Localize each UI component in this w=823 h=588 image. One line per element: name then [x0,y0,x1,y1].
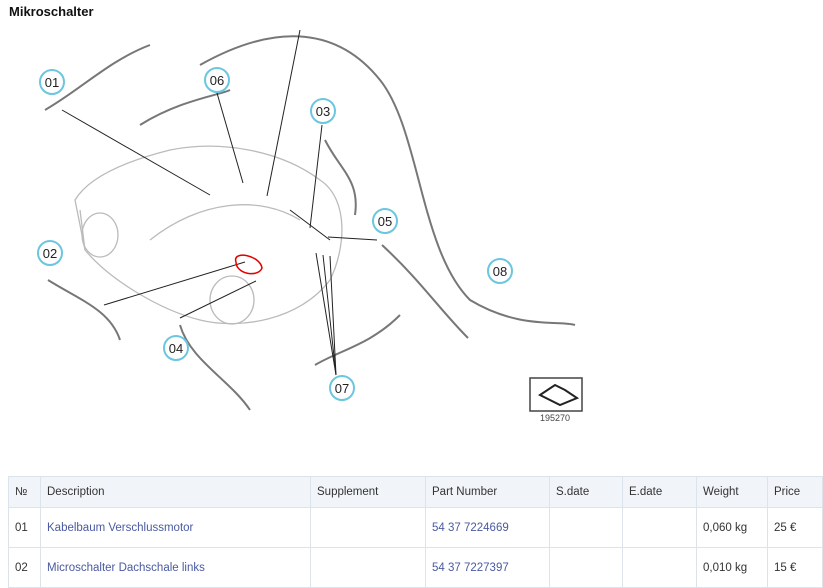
cell-no: 02 [8,547,41,588]
header-sdate: S.date [549,476,623,508]
header-edate: E.date [622,476,697,508]
callout-05[interactable]: 05 [372,208,398,234]
cell-description: Microschalter Dachschale links [40,547,311,588]
part-number-link[interactable]: 54 37 7224669 [432,521,509,534]
cell-supplement [310,547,426,588]
header-no: № [8,476,41,508]
cell-price: 15 € [767,547,823,588]
cell-description: Kabelbaum Verschlussmotor [40,507,311,548]
callout-07[interactable]: 07 [329,375,355,401]
cell-supplement [310,507,426,548]
cell-edate [622,547,697,588]
red-annotation-circle [235,254,263,275]
header-description: Description [40,476,311,508]
callout-08[interactable]: 08 [487,258,513,284]
parts-diagram [44,29,583,412]
cell-weight: 0,060 kg [696,507,768,548]
cell-no: 01 [8,507,41,548]
header-part-number: Part Number [425,476,550,508]
cell-part-number: 54 37 7224669 [425,507,550,548]
car-outline [74,145,343,325]
cell-edate [622,507,697,548]
cell-part-number: 54 37 7227397 [425,547,550,588]
description-link[interactable]: Microschalter Dachschale links [47,561,205,574]
reference-box-icon [529,377,583,412]
cell-sdate [549,507,623,548]
callout-02[interactable]: 02 [37,240,63,266]
description-link[interactable]: Kabelbaum Verschlussmotor [47,521,194,534]
cell-weight: 0,010 kg [696,547,768,588]
leader-lines [61,29,378,376]
callout-06[interactable]: 06 [204,67,230,93]
header-supplement: Supplement [310,476,426,508]
table-row: 01 Kabelbaum Verschlussmotor 54 37 72246… [8,507,823,548]
diagram-reference-number: 195270 [540,413,571,423]
header-price: Price [767,476,823,508]
part-number-link[interactable]: 54 37 7227397 [432,561,509,574]
header-weight: Weight [696,476,768,508]
cables [44,35,576,411]
parts-table: № Description Supplement Part Number S.d… [8,476,823,588]
page-title: Mikroschalter [9,4,94,19]
table-header: № Description Supplement Part Number S.d… [8,476,823,508]
cell-sdate [549,547,623,588]
callout-03[interactable]: 03 [310,98,336,124]
callout-01[interactable]: 01 [39,69,65,95]
callout-04[interactable]: 04 [163,335,189,361]
table-row: 02 Microschalter Dachschale links 54 37 … [8,547,823,588]
cell-price: 25 € [767,507,823,548]
